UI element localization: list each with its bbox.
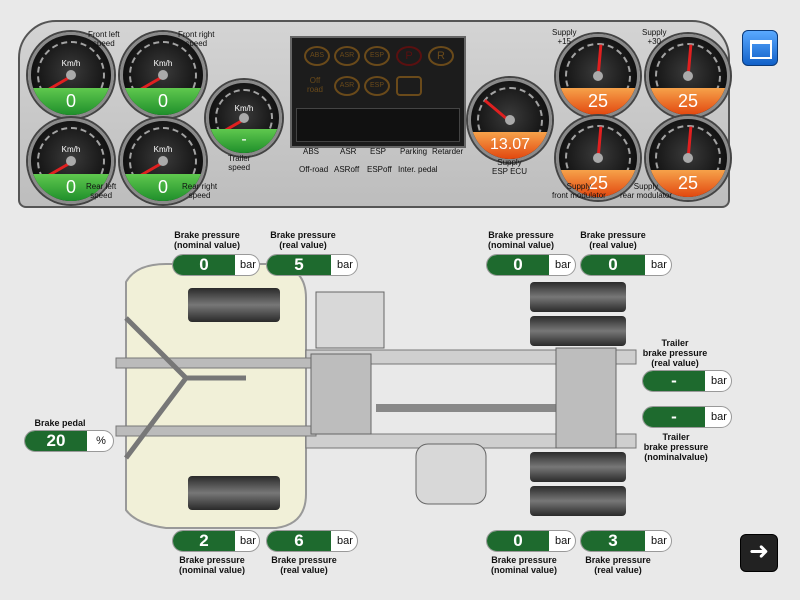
- esp-lamp-icon: ESP: [364, 46, 390, 66]
- front-left-speed-label: Front left speed: [88, 30, 120, 48]
- front-right-real-readout: 0 bar: [580, 254, 672, 276]
- front-modulator-supply-gauge: 25: [556, 116, 640, 200]
- espoff-label: ESPoff: [367, 165, 392, 174]
- supply-15-label: Supply +15: [552, 28, 577, 46]
- rear-modulator-supply-gauge: 25: [646, 116, 730, 200]
- front-left-nominal-readout: 0 bar: [172, 254, 260, 276]
- supply-15-value: 25: [559, 88, 637, 115]
- rear-right-speed-value: 0: [123, 173, 203, 201]
- rear-left-speed-gauge: Km/h 0: [28, 118, 114, 204]
- offroad-label: Off-road: [299, 165, 329, 174]
- supply-30-value: 25: [649, 88, 727, 115]
- rear-right-real-label: Brake pressure (real value): [585, 555, 651, 575]
- trailer-speed-gauge: Km/h -: [206, 80, 282, 156]
- inter-pedal-label: Inter. pedal: [398, 165, 438, 174]
- retarder-lamp-icon: R: [428, 46, 454, 66]
- abs-lamp-icon: ABS: [304, 46, 330, 66]
- asroff-label: ASRoff: [334, 165, 360, 174]
- supply-15-gauge: 25: [556, 34, 640, 118]
- retarder-label: Retarder: [432, 147, 464, 156]
- trailer-speed-value: -: [209, 129, 279, 153]
- front-right-nominal-readout: 0 bar: [486, 254, 576, 276]
- rear-left-real-readout: 6 bar: [266, 530, 358, 552]
- brake-pedal-readout: 20 %: [24, 430, 114, 452]
- espoff-lamp-icon: ESP: [364, 76, 390, 96]
- esp-ecu-supply-label: Supply ESP ECU: [492, 158, 527, 176]
- offroad-lamp-icon: Off road: [306, 76, 323, 94]
- front-right-speed-gauge: Km/h 0: [120, 32, 206, 118]
- monitor-icon[interactable]: [742, 30, 778, 66]
- front-left-speed-gauge: Km/h 0: [28, 32, 114, 118]
- rear-left-tire-inner: [530, 316, 626, 346]
- trailer-nominal-readout: - bar: [642, 406, 732, 428]
- esp-ecu-supply-value: 13.07: [471, 132, 549, 159]
- front-right-speed-value: 0: [123, 87, 203, 115]
- rear-right-nominal-readout: 0 bar: [486, 530, 576, 552]
- supply-30-gauge: 25: [646, 34, 730, 118]
- rear-left-nominal-readout: 2 bar: [172, 530, 260, 552]
- front-right-nominal-label: Brake pressure (nominal value): [487, 230, 554, 250]
- front-modulator-supply-value: 25: [559, 170, 637, 197]
- trailer-speed-label: Trailer speed: [228, 154, 251, 172]
- rear-right-tire-outer: [530, 486, 626, 516]
- trailer-real-readout: - bar: [642, 370, 732, 392]
- esp-ecu-supply-gauge: 13.07: [468, 78, 552, 162]
- esp-label: ESP: [370, 147, 387, 156]
- trailer-real-label: Trailer brake pressure (real value): [642, 338, 708, 368]
- rear-right-tire-inner: [530, 452, 626, 482]
- inter-pedal-lamp-icon: [396, 76, 422, 96]
- front-left-nominal-label: Brake pressure (nominal value): [173, 230, 240, 250]
- supply-30-label: Supply +30: [642, 28, 667, 46]
- rear-left-tire-outer: [530, 282, 626, 312]
- parking-lamp-icon: P: [396, 46, 422, 66]
- parking-label: Parking: [400, 147, 428, 156]
- truck-chassis-diagram: [115, 263, 637, 529]
- brake-pedal-label: Brake pedal: [34, 418, 86, 428]
- warning-lamp-panel: ABS ASR ESP P R Off road ASR ESP: [290, 36, 466, 148]
- front-left-speed-value: 0: [31, 87, 111, 115]
- rear-left-nominal-label: Brake pressure (nominal value): [178, 555, 245, 575]
- front-right-tire: [188, 476, 280, 510]
- front-left-tire: [188, 288, 280, 322]
- front-modulator-supply-label: Supply front modulator: [552, 182, 606, 200]
- asr-lamp-icon: ASR: [334, 46, 360, 66]
- asr-label: ASR: [340, 147, 357, 156]
- asroff-lamp-icon: ASR: [334, 76, 360, 96]
- rear-modulator-supply-label: Supply rear modulator: [620, 182, 673, 200]
- rear-right-speed-gauge: Km/h 0: [120, 118, 206, 204]
- rear-right-nominal-label: Brake pressure (nominal value): [490, 555, 557, 575]
- front-left-real-label: Brake pressure (real value): [270, 230, 336, 250]
- rear-left-speed-value: 0: [31, 173, 111, 201]
- rear-left-speed-label: Rear left speed: [86, 182, 117, 200]
- front-right-speed-label: Front right speed: [178, 30, 215, 48]
- front-right-real-label: Brake pressure (real value): [580, 230, 646, 250]
- lamp-display-area: [296, 108, 460, 142]
- front-left-real-readout: 5 bar: [266, 254, 358, 276]
- rear-right-real-readout: 3 bar: [580, 530, 672, 552]
- rear-right-speed-label: Rear right speed: [182, 182, 218, 200]
- rear-left-real-label: Brake pressure (real value): [271, 555, 337, 575]
- abs-label: ABS: [303, 147, 320, 156]
- arrow-right-icon[interactable]: ➜: [740, 534, 778, 572]
- trailer-nominal-label: Trailer brake pressure (nominalvalue): [643, 432, 709, 462]
- rear-modulator-supply-value: 25: [649, 170, 727, 197]
